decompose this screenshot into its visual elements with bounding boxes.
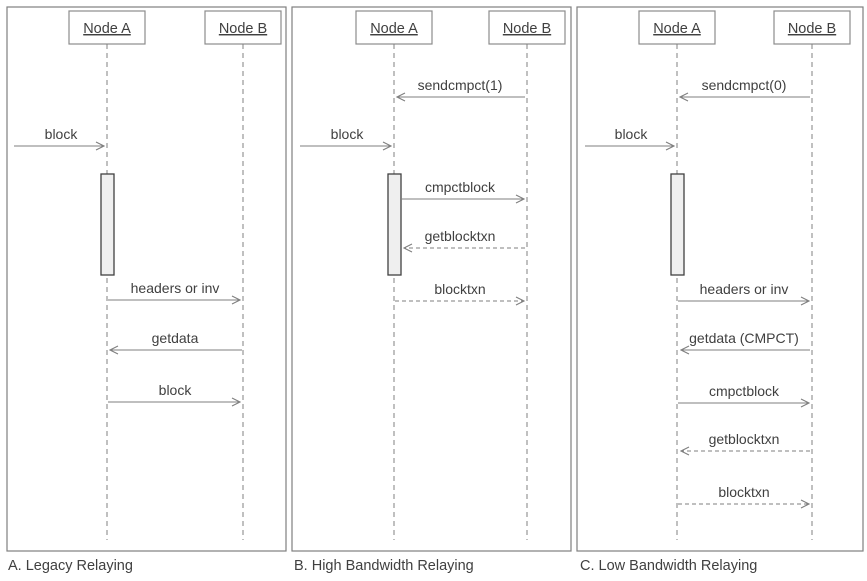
node-b-box xyxy=(488,10,566,45)
panel-c-caption: C. Low Bandwidth Relaying xyxy=(580,558,757,574)
node-a-label: Node A xyxy=(653,21,701,37)
panel-a-legacy-relaying: Node A Node B block headers or inv getda… xyxy=(6,6,287,574)
message-label: sendcmpct(1) xyxy=(418,77,503,93)
node-a-box xyxy=(355,10,433,45)
node-a-label: Node A xyxy=(83,21,131,37)
message-label: block xyxy=(331,126,365,142)
message-label: block xyxy=(159,382,193,398)
activation-bar xyxy=(387,173,402,276)
message-label: blocktxn xyxy=(434,281,485,297)
message-label: blocktxn xyxy=(718,484,769,500)
message-label: cmpctblock xyxy=(425,179,496,195)
panel-c-low-bandwidth-relaying: Node A Node B sendcmpct(0) block headers… xyxy=(576,6,864,574)
message-label: getblocktxn xyxy=(425,228,496,244)
node-b-label: Node B xyxy=(503,21,551,37)
panel-c-frame xyxy=(576,6,864,552)
panel-b-frame xyxy=(291,6,572,552)
node-a-box xyxy=(638,10,716,45)
message-label: headers or inv xyxy=(131,280,220,296)
message-label: headers or inv xyxy=(700,281,789,297)
message-label: getdata (CMPCT) xyxy=(689,330,799,346)
message-label: sendcmpct(0) xyxy=(702,77,787,93)
activation-bar xyxy=(100,173,115,276)
message-label: block xyxy=(615,126,649,142)
node-a-box xyxy=(68,10,146,45)
node-b-label: Node B xyxy=(788,21,836,37)
node-b-label: Node B xyxy=(219,21,267,37)
message-label: cmpctblock xyxy=(709,383,780,399)
message-label: getdata xyxy=(152,330,199,346)
message-label: block xyxy=(45,126,79,142)
node-a-label: Node A xyxy=(370,21,418,37)
message-label: getblocktxn xyxy=(709,431,780,447)
activation-bar xyxy=(670,173,685,276)
node-b-box xyxy=(773,10,851,45)
panel-a-caption: A. Legacy Relaying xyxy=(8,558,133,574)
node-b-box xyxy=(204,10,282,45)
panel-b-caption: B. High Bandwidth Relaying xyxy=(294,558,474,574)
panel-a-frame xyxy=(6,6,287,552)
panel-b-high-bandwidth-relaying: Node A Node B sendcmpct(1) block cmpctbl… xyxy=(291,6,572,574)
